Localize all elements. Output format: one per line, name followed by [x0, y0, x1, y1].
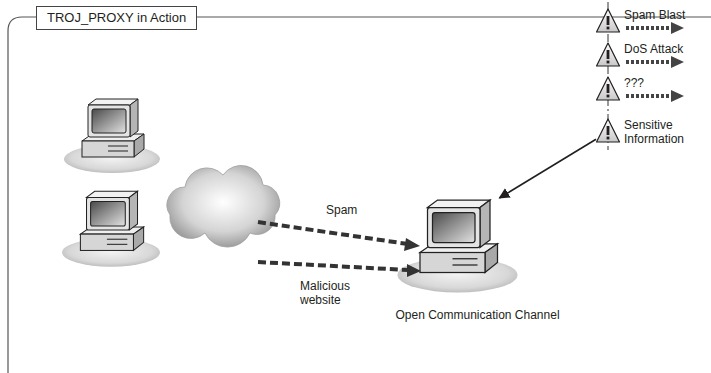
- warning-triangle: [596, 76, 622, 102]
- threat-label: Spam Blast: [624, 8, 704, 22]
- panel-title-tab: TROJ_PROXY in Action: [36, 6, 197, 30]
- arrow-head: [671, 90, 684, 102]
- warning-triangle: [596, 8, 622, 34]
- exclamation-dot: [607, 61, 610, 64]
- spam-arrow: [258, 222, 408, 244]
- website-arrow: [258, 262, 408, 270]
- arrow-head: [671, 22, 684, 34]
- threat-label: DoS Attack: [624, 42, 704, 56]
- arrow-head: [671, 56, 684, 68]
- exclamation-dot: [607, 137, 610, 140]
- warning-triangle: [596, 118, 622, 144]
- warning-node: Sensitive Information: [596, 118, 698, 149]
- internet-cloud: [167, 165, 280, 247]
- arrow-head: [407, 264, 421, 277]
- threat-label: Sensitive Information: [624, 118, 696, 146]
- outgoing-arrow: [626, 94, 672, 98]
- panel-frame: [8, 17, 711, 373]
- exclamation-dot: [607, 27, 610, 30]
- computer-label: Open Communication Channel: [395, 308, 560, 322]
- exclamation-bar: [607, 16, 610, 25]
- threat-label: ???: [624, 76, 704, 90]
- arrow-head: [404, 238, 420, 251]
- exclamation-dot: [607, 95, 610, 98]
- computer-icon: [62, 191, 160, 266]
- warning-node: ???: [596, 76, 706, 102]
- computer-node: Open Communication Channel: [395, 198, 560, 325]
- triangle-outline: [597, 119, 620, 142]
- outgoing-arrow: [626, 26, 672, 30]
- exclamation-bar: [607, 84, 610, 93]
- connector-arrow: [499, 139, 596, 198]
- warning-node: Spam Blast: [596, 8, 706, 34]
- dash-dot-line: [608, 2, 609, 150]
- triangle-outline: [597, 43, 620, 66]
- exclamation-bar: [607, 50, 610, 59]
- triangle-outline: [597, 9, 620, 32]
- triangle-outline: [597, 77, 620, 100]
- computer-icon: [64, 99, 160, 173]
- computer-icon: [398, 200, 518, 293]
- arrow-label: Malicious website: [300, 279, 364, 307]
- exclamation-bar: [607, 126, 610, 135]
- outgoing-arrow: [626, 60, 672, 64]
- warning-node: DoS Attack: [596, 42, 706, 68]
- warning-triangle: [596, 42, 622, 68]
- arrow-label: Spam: [326, 203, 357, 217]
